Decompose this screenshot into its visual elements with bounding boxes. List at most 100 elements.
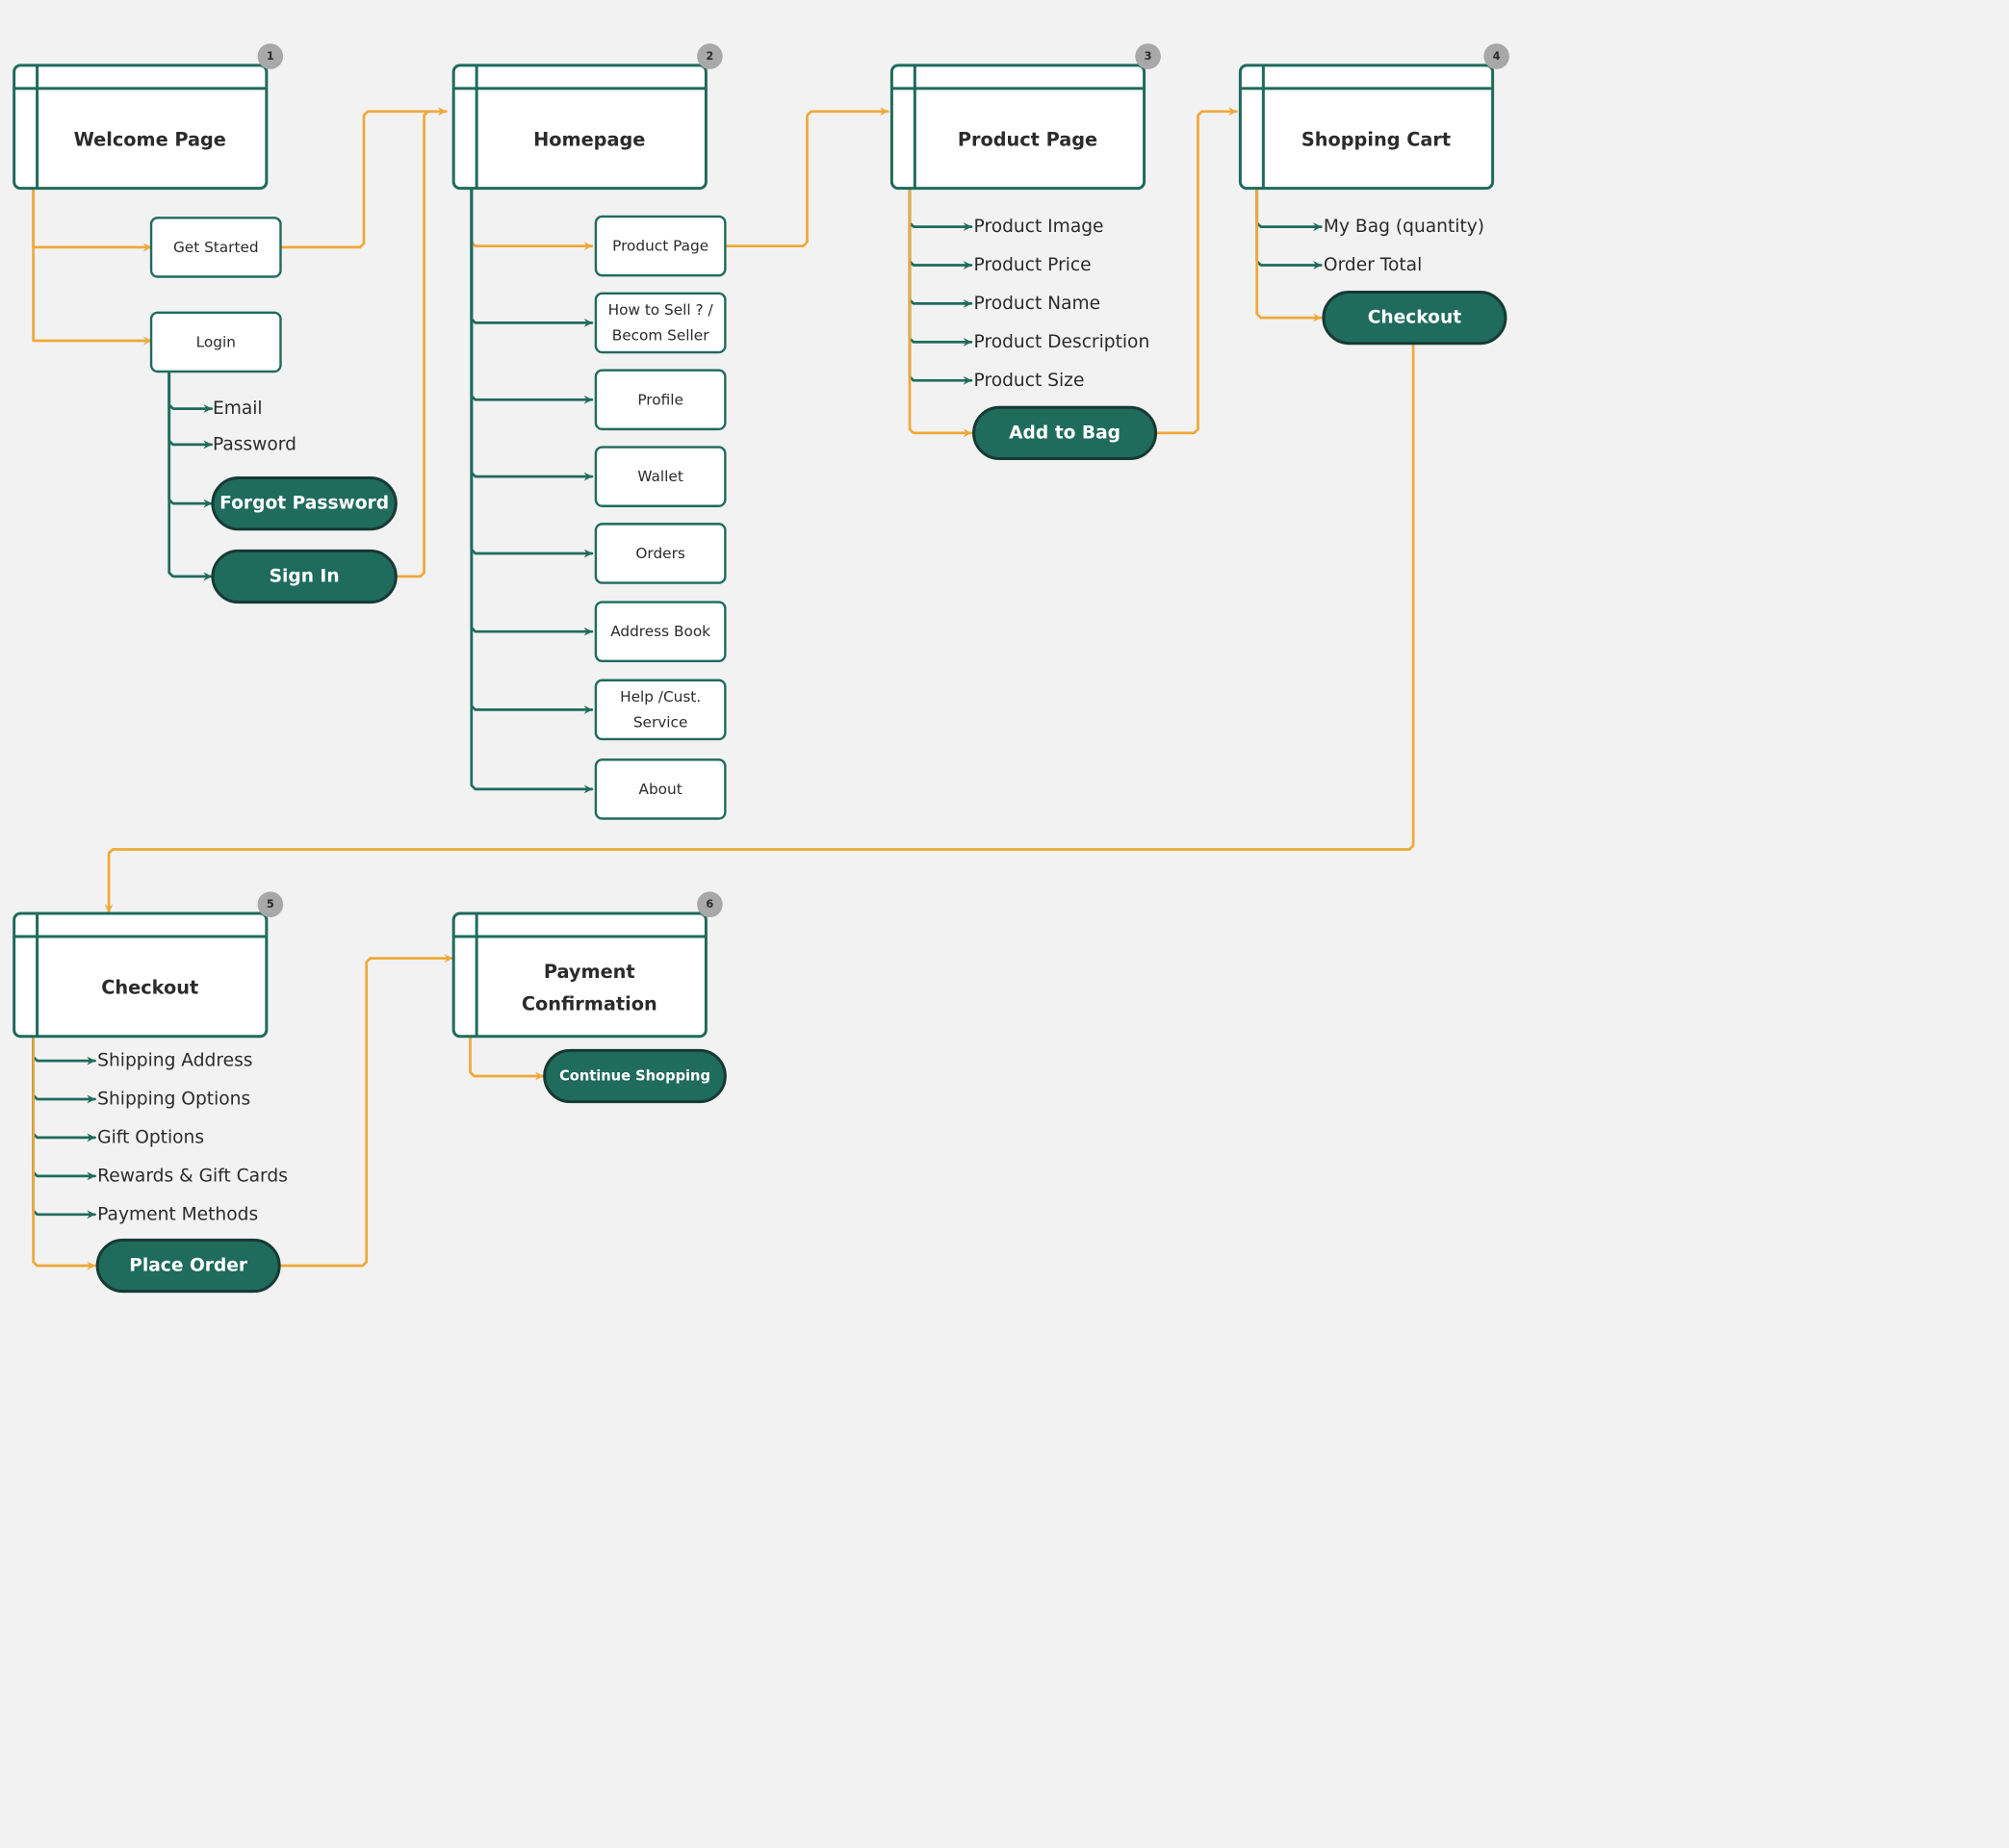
box-outline	[594, 523, 727, 584]
homepage-link-help-cust-service[interactable]: Help /Cust. Service	[594, 679, 727, 741]
step-badge	[1483, 43, 1509, 69]
step-badge	[257, 43, 284, 69]
forgot-password-button[interactable]: Forgot Password	[211, 475, 398, 531]
checkout-item-payment-methods: Payment Methods	[97, 1204, 258, 1224]
box-outline	[594, 679, 727, 741]
arrow-product-to-item-4	[908, 157, 973, 385]
arrow-checkout-to-place-order	[32, 1004, 96, 1270]
page-window-frame	[451, 64, 708, 191]
step-number: 3	[1145, 50, 1152, 63]
step-badge	[1135, 43, 1161, 69]
step-number: 4	[1493, 50, 1501, 63]
box-label: Wallet	[637, 468, 683, 485]
box-outline	[149, 217, 282, 278]
pill-shape	[211, 475, 398, 531]
homepage-link-address-book[interactable]: Address Book	[594, 601, 727, 662]
box-label: Login	[196, 333, 236, 350]
pill-label: Sign In	[270, 566, 340, 586]
checkout-item-shipping-options: Shipping Options	[97, 1089, 250, 1109]
box-outline	[594, 601, 727, 662]
page-title: Checkout	[101, 977, 198, 999]
product-item-product-price: Product Price	[974, 255, 1092, 275]
product-item-product-name: Product Name	[974, 294, 1101, 314]
box-label: Orders	[635, 545, 684, 562]
page-title-line: Payment	[544, 961, 635, 983]
pill-label: Continue Shopping	[559, 1068, 710, 1085]
homepage-link-about[interactable]: About	[594, 758, 727, 820]
arrow-cart-to-checkout-button	[1255, 157, 1323, 322]
homepage-link-product-page[interactable]: Product Page	[594, 215, 727, 277]
arrow-place-order-to-payment	[277, 954, 454, 1268]
box-label: Address Book	[610, 623, 710, 640]
box-label: Help /Cust.	[620, 688, 701, 706]
arrow-homepage-to-link-6	[470, 157, 594, 714]
box-label: Product Page	[612, 238, 708, 255]
continue-shopping-button[interactable]: Continue Shopping	[543, 1048, 727, 1104]
checkout-button[interactable]: Checkout	[1322, 290, 1507, 346]
connectors	[32, 107, 1415, 1270]
homepage-link-how-to-sell-becom-seller[interactable]: How to Sell ? /Becom Seller	[594, 292, 727, 354]
box-outline	[594, 215, 727, 277]
get-started-box[interactable]: Get Started	[149, 217, 282, 278]
arrow-checkout-button-to-checkout-page	[104, 342, 1415, 914]
arrow-homepage-to-link-4	[470, 157, 594, 558]
checkout-item-shipping-address: Shipping Address	[97, 1051, 252, 1071]
add-to-bag-button[interactable]: Add to Bag	[972, 405, 1158, 460]
homepage-link-profile[interactable]: Profile	[594, 369, 727, 431]
page-window-frame	[451, 911, 708, 1039]
arrow-payment-to-continue-shopping	[469, 1004, 545, 1081]
box-label: About	[639, 781, 683, 798]
place-order-button[interactable]: Place Order	[95, 1238, 281, 1294]
homepage-link-orders[interactable]: Orders	[594, 523, 727, 584]
page-title: Welcome Page	[74, 129, 226, 151]
page-node-cart[interactable]: Shopping Cart 4	[1238, 43, 1509, 191]
arrow-product-to-add-to-bag	[908, 157, 973, 438]
box-label: Profile	[637, 391, 683, 408]
pill-shape	[95, 1238, 281, 1294]
arrow-login-to-field-0	[167, 370, 213, 414]
checkout-item-gift-options: Gift Options	[97, 1127, 204, 1147]
arrow-get-started-to-homepage	[279, 107, 448, 249]
box-label: Service	[633, 714, 688, 732]
page-title: Shopping Cart	[1301, 129, 1451, 151]
arrow-welcome-to-login	[32, 157, 153, 346]
arrow-homepage-to-link-7	[470, 157, 594, 794]
step-badge	[697, 891, 723, 917]
box-outline	[594, 758, 727, 820]
login-item-password: Password	[213, 434, 296, 454]
pill-label: Checkout	[1368, 308, 1462, 328]
box-label: Becom Seller	[612, 327, 709, 345]
arrow-product-link-to-product-page	[723, 107, 889, 247]
step-badge	[257, 891, 284, 917]
page-window-frame	[1238, 64, 1495, 191]
page-window-frame	[13, 911, 269, 1039]
pill-shape	[543, 1048, 727, 1104]
pill-label: Forgot Password	[219, 494, 389, 514]
pill-shape	[211, 549, 398, 604]
box-outline	[594, 292, 727, 354]
login-box[interactable]: Login	[149, 311, 282, 373]
step-badge	[697, 43, 723, 69]
pill-shape	[972, 405, 1158, 460]
homepage-link-wallet[interactable]: Wallet	[594, 446, 727, 507]
pill-shape	[1322, 290, 1507, 346]
page-window-frame	[889, 64, 1146, 191]
arrow-login-to-forgot-password	[167, 370, 213, 508]
sign-in-button[interactable]: Sign In	[211, 549, 398, 604]
box-outline	[594, 446, 727, 507]
box-outline	[149, 311, 282, 373]
pill-label: Place Order	[129, 1256, 248, 1276]
cart-item-my-bag-quantity: My Bag (quantity)	[1324, 217, 1484, 237]
checkout-item-rewards-gift-cards: Rewards & Gift Cards	[97, 1166, 288, 1186]
page-window-frame	[13, 64, 269, 191]
arrow-login-to-sign-in	[167, 370, 213, 581]
page-title: Homepage	[533, 129, 645, 151]
